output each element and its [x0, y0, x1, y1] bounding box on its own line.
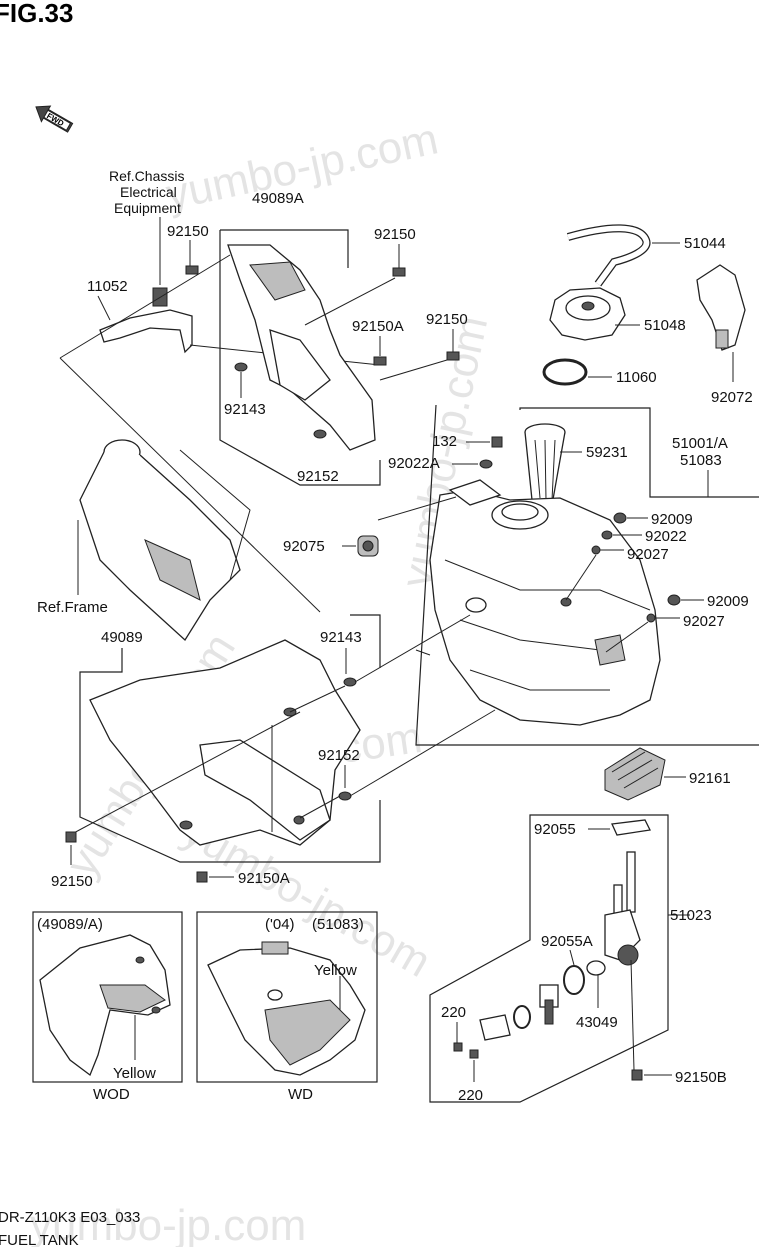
part-label-49089A: 49089A — [252, 190, 304, 207]
part-label-92055: 92055 — [534, 821, 576, 838]
washer-92022A — [479, 459, 493, 469]
part-label-220-a: 220 — [441, 1004, 466, 1021]
part-label-92072: 92072 — [711, 389, 753, 406]
plate-fuel-cock — [479, 1014, 511, 1041]
washer-43049 — [586, 960, 606, 976]
grommet-92143-b — [343, 677, 357, 687]
screw-220-a — [453, 1042, 463, 1052]
part-label-220-b: 220 — [458, 1087, 483, 1104]
grommet-92143-a — [234, 362, 248, 372]
fuel-cap-51048 — [549, 287, 626, 341]
bolt-92150-d — [65, 831, 77, 843]
footer-name: FUEL TANK — [0, 1232, 79, 1247]
breather-hose-51044 — [566, 224, 651, 287]
bolt-92150-a — [185, 265, 199, 275]
fwd-arrow-icon: FWD — [35, 105, 74, 133]
damper-92009-a — [613, 512, 627, 524]
bolt-92150A-b — [196, 871, 208, 883]
fuel-cock-51023 — [604, 851, 641, 1071]
lever-fuel-cock — [539, 984, 559, 1025]
part-label-92150B: 92150B — [675, 1069, 727, 1086]
ref-chassis-label-2: Electrical — [120, 184, 177, 200]
footer-code: DR-Z110K3 E03_033 — [0, 1209, 140, 1226]
ref-frame-label: Ref.Frame — [37, 599, 108, 616]
part-label-51001A: 51001/A — [672, 435, 728, 452]
part-label-92143-a: 92143 — [224, 401, 266, 418]
part-label-92055A: 92055A — [541, 933, 593, 950]
part-label-11060: 11060 — [616, 369, 657, 386]
part-label-92152-b: 92152 — [318, 747, 360, 764]
inset-left-tag: (49089/A) — [37, 916, 103, 933]
screw-132 — [491, 436, 503, 448]
part-label-92075: 92075 — [283, 538, 325, 555]
part-label-92150A-a: 92150A — [352, 318, 404, 335]
bolt-92150A-a — [373, 356, 387, 366]
part-label-132: 132 — [432, 433, 457, 450]
filter-59231 — [524, 423, 566, 506]
part-label-59231: 59231 — [586, 444, 628, 461]
ref-chassis-label-3: Equipment — [114, 200, 181, 216]
strainer-92055 — [611, 819, 651, 836]
damper-92009-b — [667, 594, 681, 606]
inset-right-year: ('04) — [265, 916, 295, 933]
inset-left-color: Yellow — [113, 1065, 156, 1082]
inset-right-caption: WD — [288, 1086, 313, 1103]
collar-92152-a — [313, 429, 327, 439]
part-label-92150-c: 92150 — [426, 311, 468, 328]
inset-right-box — [196, 911, 378, 1083]
o-ring-fuel-cock — [513, 1005, 531, 1029]
part-label-51048: 51048 — [644, 317, 686, 334]
inset-right-color: Yellow — [314, 962, 357, 979]
part-label-51023: 51023 — [670, 907, 712, 924]
bolt-92150-c — [446, 351, 460, 361]
part-label-92150A-b: 92150A — [238, 870, 290, 887]
inset-left-box — [32, 911, 183, 1083]
shroud-49089A — [227, 244, 376, 451]
bracket-11052 — [99, 287, 193, 354]
part-label-92150-d: 92150 — [51, 873, 93, 890]
shroud-49089 — [89, 639, 361, 846]
cushion-92161 — [604, 747, 666, 801]
gasket-11060 — [542, 358, 588, 386]
frame-ref — [79, 439, 251, 642]
part-label-92143-b: 92143 — [320, 629, 362, 646]
collar-92152-b — [338, 791, 352, 801]
part-label-92022A: 92022A — [388, 455, 440, 472]
grommet-92075 — [357, 535, 379, 557]
part-label-92152-a: 92152 — [297, 468, 339, 485]
bolt-92150-b — [392, 267, 406, 277]
part-label-92150-a: 92150 — [167, 223, 209, 240]
part-label-92009-a: 92009 — [651, 511, 693, 528]
part-label-92161: 92161 — [689, 770, 731, 787]
fuel-tank-51001 — [429, 479, 661, 726]
part-label-92022: 92022 — [645, 528, 687, 545]
screw-220-b — [469, 1049, 479, 1059]
nut-92027-b — [646, 613, 656, 623]
inset-right-tank — [207, 941, 366, 1076]
washer-92022 — [601, 530, 613, 540]
part-label-11052: 11052 — [87, 278, 128, 295]
part-label-43049: 43049 — [576, 1014, 618, 1031]
inset-left-shroud — [39, 934, 171, 1077]
inset-left-caption: WOD — [93, 1086, 130, 1103]
part-label-92150-b: 92150 — [374, 226, 416, 243]
ref-chassis-label-1: Ref.Chassis — [109, 168, 184, 184]
part-label-92027-b: 92027 — [683, 613, 725, 630]
bolt-92150B — [631, 1069, 643, 1081]
watermark-6: yumbo-jp.com — [30, 1201, 306, 1247]
o-ring-92055A — [563, 965, 585, 995]
part-label-51044: 51044 — [684, 235, 726, 252]
strap-92072 — [696, 264, 746, 351]
part-label-92009-b: 92009 — [707, 593, 749, 610]
part-label-49089: 49089 — [101, 629, 143, 646]
nut-92027-a — [591, 545, 601, 555]
figure-title: FIG.33 — [0, 0, 73, 28]
part-label-51083: 51083 — [680, 452, 722, 469]
part-label-92027-a: 92027 — [627, 546, 669, 563]
inset-right-tag: (51083) — [312, 916, 364, 933]
